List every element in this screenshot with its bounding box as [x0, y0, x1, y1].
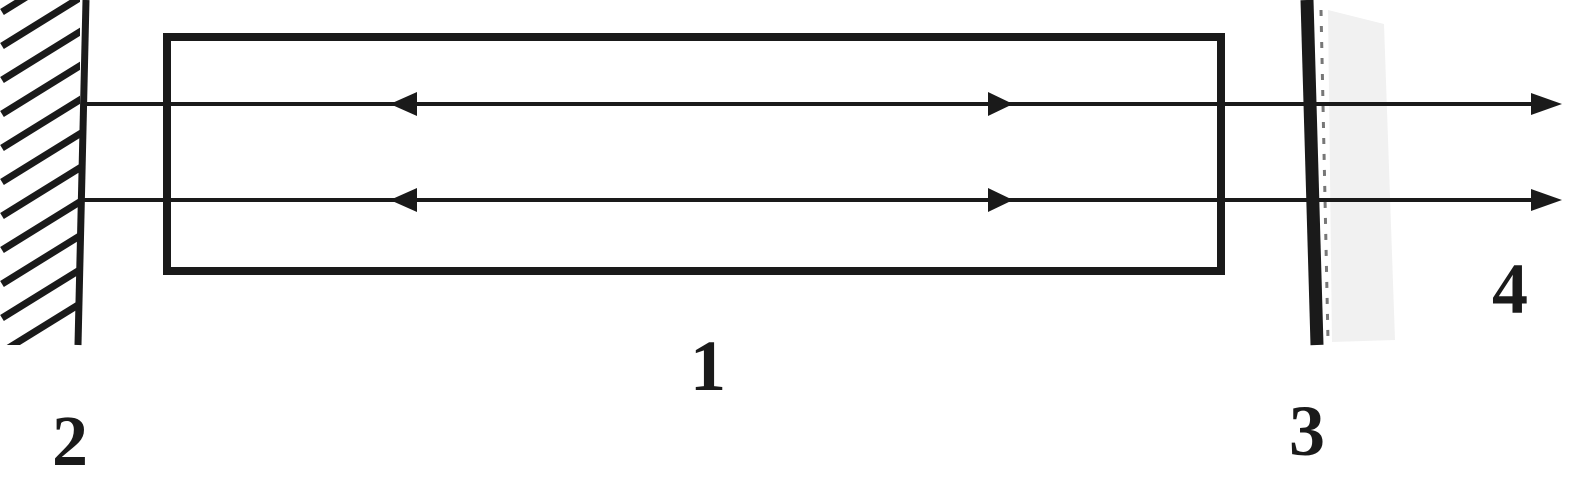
lower-beam-left-arrow — [390, 188, 417, 212]
upper-beam-right-arrow — [988, 92, 1013, 116]
lower-beam-right-arrow — [988, 188, 1013, 212]
rear-mirror — [0, 0, 90, 346]
upper-beam — [84, 92, 1562, 116]
label-active-medium: 1 — [690, 326, 726, 406]
label-output-mirror: 3 — [1289, 391, 1325, 471]
rear-mirror-hatching — [0, 0, 80, 345]
output-mirror-coating — [1328, 10, 1395, 342]
lower-beam — [84, 188, 1562, 212]
output-mirror — [1300, 0, 1395, 346]
lower-output-arrow — [1531, 189, 1562, 211]
rear-mirror-surface — [74, 0, 90, 346]
label-output-beam: 4 — [1492, 249, 1528, 329]
upper-output-arrow — [1531, 93, 1562, 115]
label-rear-mirror: 2 — [52, 401, 88, 481]
upper-beam-left-arrow — [390, 92, 417, 116]
active-medium — [163, 33, 1225, 275]
output-mirror-texture — [1319, 9, 1330, 341]
output-mirror-surface — [1300, 0, 1324, 346]
